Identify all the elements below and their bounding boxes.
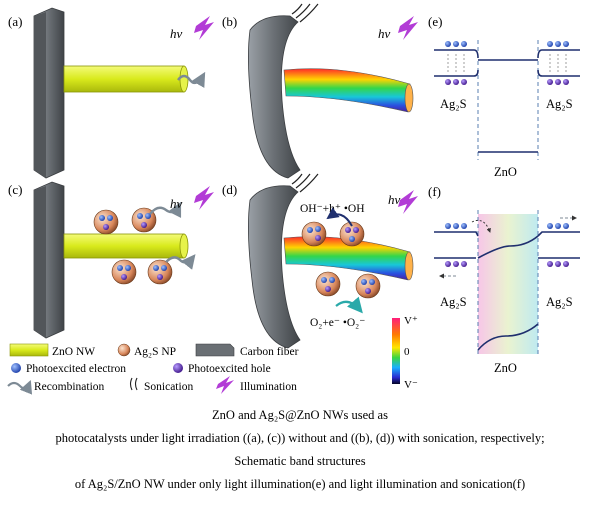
legend-zno-label: ZnO NW — [52, 346, 95, 358]
zno-nanowire — [63, 233, 185, 259]
ag2s-conduction-band — [434, 231, 479, 237]
oxidation-reaction: OH⁻+h⁺ •OH — [300, 203, 365, 215]
figure-caption: ZnO and Ag₂S@ZnO NWs used as photocataly… — [0, 404, 600, 496]
legend-zno-swatch — [9, 343, 49, 357]
legend-carbon-swatch — [195, 343, 235, 357]
zno-nanowire-end — [404, 83, 414, 113]
hv-label: hv — [170, 26, 183, 41]
illumination-icon — [194, 186, 214, 210]
recombination-arrow — [149, 201, 182, 218]
caption-line-3: Schematic band structures — [234, 454, 366, 468]
sonication-icon — [129, 377, 138, 391]
carbon-fiber — [248, 15, 301, 179]
legend: ZnO NW Ag₂S NP Carbon fiber Photoexcited… — [7, 343, 299, 395]
ag2s-nanoparticle — [93, 209, 119, 235]
reduction-reaction: O₂+e⁻ •O₂⁻ — [310, 317, 365, 329]
panel-a-label: (a) — [8, 14, 22, 29]
panel-d-label: (d) — [222, 182, 237, 197]
hv-label: hv — [388, 192, 401, 207]
hv-label: hv — [170, 196, 183, 211]
piezo-potential-region — [478, 214, 538, 354]
panel-b: (b) hv — [222, 3, 418, 179]
legend-hole-label: Photoexcited hole — [188, 363, 271, 375]
panel-e-label: (e) — [428, 14, 442, 29]
panel-a: (a) hv — [8, 7, 214, 179]
panel-c: (c) hv — [8, 181, 214, 339]
colorbar-bottom-label: V⁻ — [404, 379, 418, 391]
carbon-fiber — [248, 185, 301, 349]
ag2s-valence-band — [434, 69, 479, 77]
holes — [445, 79, 569, 85]
illumination-icon — [194, 16, 214, 40]
electron-transfer-arrow — [471, 219, 491, 233]
caption-line-1: ZnO and Ag₂S@ZnO NWs used as — [212, 408, 388, 422]
zno-conduction-band — [477, 235, 539, 259]
legend-recombination-label: Recombination — [34, 381, 105, 393]
illumination-icon — [398, 16, 418, 40]
recombination-arrow — [177, 71, 206, 88]
caption-line-2: photocatalysts under light irradiation (… — [55, 431, 545, 445]
potential-colorbar — [392, 318, 400, 384]
electrons — [445, 41, 569, 47]
zno-nanowire-end — [179, 233, 189, 259]
ag2s-left-label: Ag₂S — [440, 97, 467, 111]
panel-f-label: (f) — [428, 184, 441, 199]
illumination-icon — [398, 190, 418, 214]
panel-e: (e) Ag₂S Ag₂S ZnO — [428, 14, 580, 179]
hv-label: hv — [378, 26, 391, 41]
zno-nanowire-bent — [283, 68, 411, 113]
zno-label: ZnO — [494, 165, 517, 179]
electron-icon — [11, 363, 21, 373]
excitation-arrows — [447, 54, 567, 72]
ag2s-nanoparticle — [315, 271, 341, 297]
recombination-icon — [7, 379, 33, 395]
electrons — [445, 223, 569, 229]
legend-sonication-label: Sonication — [144, 381, 193, 393]
ag2s-nanoparticle — [301, 221, 327, 247]
ag2s-nanoparticle — [111, 259, 137, 285]
ag2s-conduction-band — [434, 49, 479, 59]
panel-f: (f) Ag₂S Ag₂S ZnO — [428, 184, 580, 375]
ag2s-nanoparticle — [339, 221, 365, 247]
reduction-arrow — [335, 296, 363, 314]
ag2s-nanoparticle — [147, 259, 173, 285]
legend-electron-label: Photoexcited electron — [26, 363, 126, 375]
carbon-fiber-side — [34, 12, 46, 178]
holes — [445, 261, 569, 267]
zno-nanowire-end — [404, 251, 414, 281]
ag2s-nanoparticle — [131, 207, 157, 233]
legend-carbon-label: Carbon fiber — [240, 346, 299, 358]
panel-c-label: (c) — [8, 182, 22, 197]
ag2s-conduction-band — [537, 231, 580, 237]
illumination-icon — [216, 376, 234, 394]
ag2s-right-label: Ag₂S — [546, 295, 573, 309]
recombination-arrow — [165, 254, 196, 270]
caption-line-4: of Ag₂S/ZnO NW under only light illumina… — [74, 477, 526, 491]
colorbar-middle-label: 0 — [404, 346, 410, 358]
legend-ag2s-swatch — [117, 343, 131, 357]
ag2s-conduction-band — [537, 49, 580, 59]
panel-d: (d) OH⁻+h⁺ •OH O₂+e⁻ •O₂⁻ hv V⁺ 0 V⁻ — [222, 173, 418, 391]
zno-valence-band — [477, 323, 539, 351]
legend-ag2s-label: Ag₂S NP — [134, 346, 176, 358]
ag2s-left-label: Ag₂S — [440, 295, 467, 309]
ag2s-valence-band — [537, 69, 580, 77]
zno-nanowire — [63, 65, 185, 93]
zno-label: ZnO — [494, 361, 517, 375]
ag2s-right-label: Ag₂S — [546, 97, 573, 111]
carbon-fiber-side — [34, 186, 46, 338]
figure-canvas: (a) hv (b) hv (c) hv (d) — [7, 3, 580, 395]
panel-b-label: (b) — [222, 14, 237, 29]
sonication-icon — [291, 173, 319, 193]
sonication-icon — [291, 3, 319, 23]
zno-nanowire-end — [179, 65, 189, 93]
colorbar-top-label: V⁺ — [404, 315, 418, 327]
legend-illumination-label: Illumination — [240, 381, 297, 393]
ag2s-nanoparticle — [355, 273, 381, 299]
hole-icon — [173, 363, 183, 373]
oxidation-arrow — [326, 207, 353, 227]
